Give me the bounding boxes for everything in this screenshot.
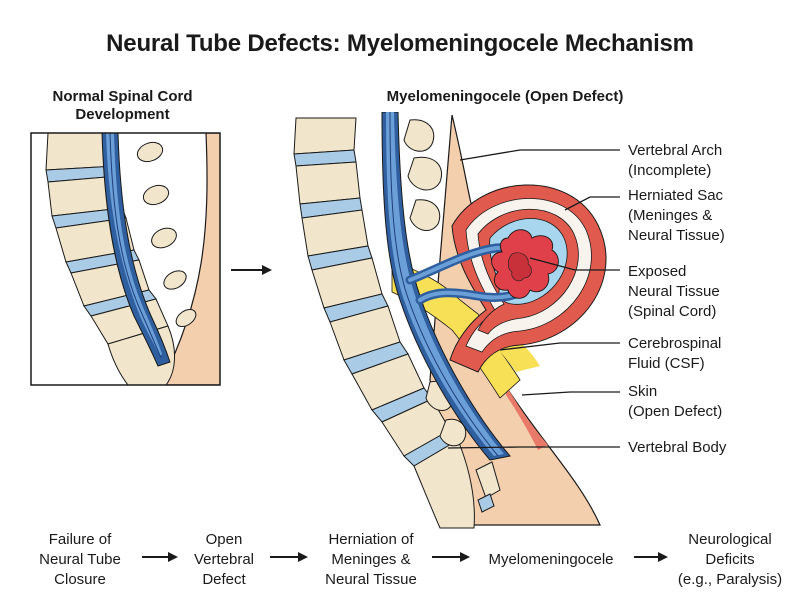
normal-spinous-process [175,308,197,328]
defect-vertebra [295,161,361,205]
defect-cord-center-line [389,112,499,457]
defect-vertebral-column [293,117,501,529]
leader-vertebral-arch [459,149,620,161]
normal-spinous-process [136,141,164,163]
normal-spinous-processes [136,141,197,328]
normal-panel-frame [30,132,221,386]
incomplete-vertebral-arches [403,119,467,447]
leader-csf [499,342,620,351]
vertebral-arch [439,418,467,447]
page-title: Neural Tube Defects: Myelomeningocele Me… [106,30,694,57]
label-skin: Skin (Open Defect) [628,383,723,420]
myelomeningocele-panel [293,112,607,529]
vertebral-arch [403,119,435,152]
flow-step-neural-tube-closure-failure: Failure of Neural Tube Closure [39,531,121,588]
normal-dura [101,133,171,367]
label-herniated-sac: Herniated Sac (Meninges & Neural Tissue) [628,187,725,244]
label-leader-lines [447,149,620,449]
vertebral-arch [407,156,442,191]
normal-spine-panel [45,133,220,385]
label-vertebral-arch: Vertebral Arch (Incomplete) [628,142,723,179]
label-vertebral-body: Vertebral Body [628,439,727,456]
label-csf: Cerebrospinal Fluid (CSF) [628,335,722,372]
defect-disc [477,493,495,513]
normal-spinous-process [163,270,187,290]
leader-exposed-neural-tissue [529,257,620,271]
defect-sacrum [413,439,475,529]
flow-step-neurological-deficits: Neurological Deficits (e.g., Paralysis) [677,531,783,588]
normal-panel-heading: Normal Spinal Cord Development [52,88,193,123]
flow-step-open-vertebral-defect: Open Vertebral Defect [193,531,255,588]
leader-skin [521,391,620,396]
defect-vertebra [293,117,357,155]
flow-step-myelomeningocele: Myelomeningocele [488,551,614,568]
defect-panel-heading: Myelomeningocele (Open Defect) [386,88,624,105]
flow-step-herniation: Herniation of Meninges & Neural Tissue [325,531,417,588]
vertebral-arch [409,199,441,232]
leader-vertebral-body [447,446,620,449]
defect-coccyx [475,461,501,499]
defect-skin-wound [506,385,548,450]
normal-spinous-process [151,227,177,249]
label-exposed-neural-tissue: Exposed Neural Tissue (Spinal Cord) [628,263,720,320]
exposed-neural-tissue-detail [507,252,532,282]
normal-spinous-process [142,184,170,206]
normal-spinal-cord [106,133,162,356]
leader-herniated-sac [564,196,620,211]
normal-cord-center-line [109,133,162,359]
